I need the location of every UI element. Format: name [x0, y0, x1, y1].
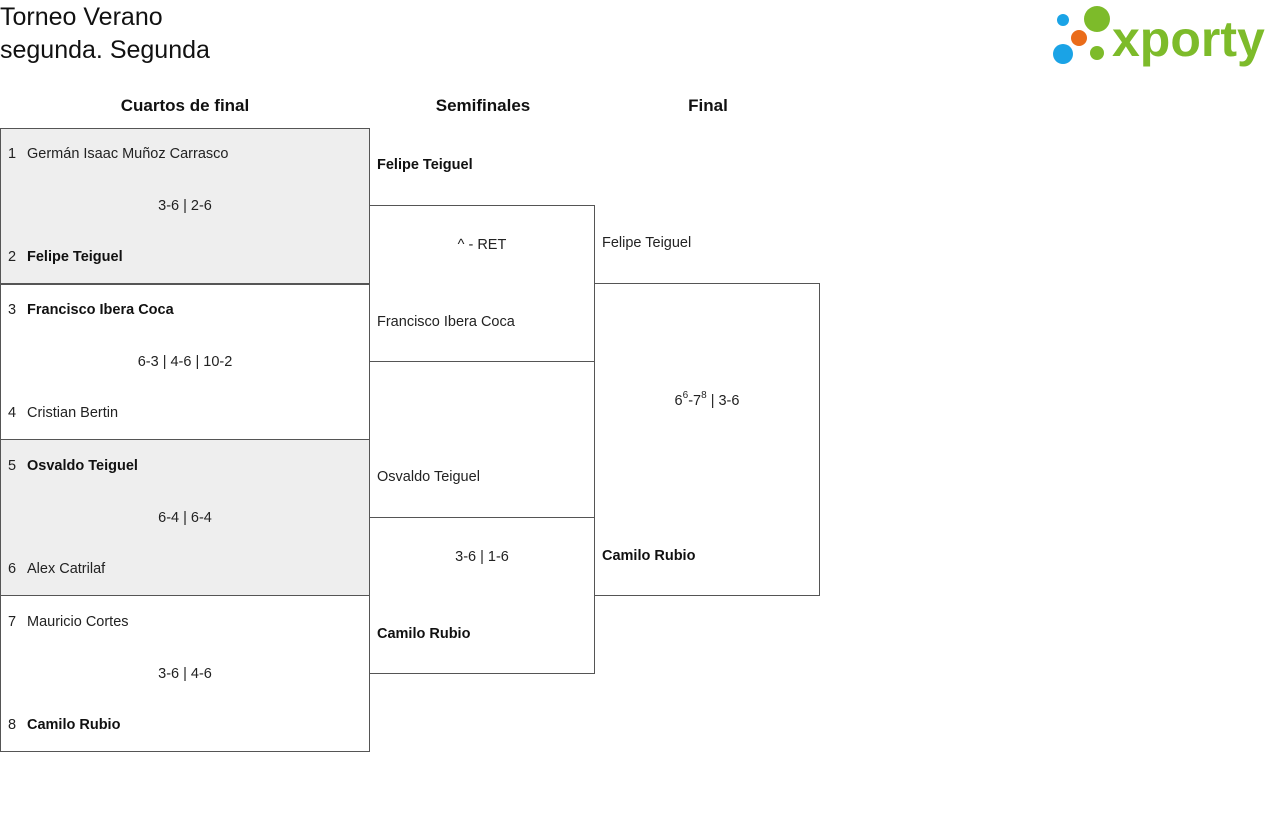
qf4-score: 3-6 | 4-6 — [158, 666, 212, 682]
round-header-semifinals: Semifinales — [435, 96, 531, 115]
tournament-title: Torneo Verano — [0, 3, 163, 31]
qf3-score: 6-4 | 6-4 — [158, 510, 212, 526]
category-title: segunda. Segunda — [0, 36, 210, 64]
sf1-player2: Francisco Ibera Coca — [377, 314, 515, 330]
sf2-player1: Osvaldo Teiguel — [377, 469, 480, 485]
sf2-score: 3-6 | 1-6 — [455, 549, 509, 565]
semifinal-match-2[interactable]: 3-6 | 1-6 Camilo Rubio — [369, 517, 595, 674]
final-score: 66-78 | 3-6 — [674, 390, 740, 410]
qf2-score: 6-3 | 4-6 | 10-2 — [137, 354, 233, 370]
round-header-quarterfinals: Cuartos de final — [120, 96, 250, 115]
xporty-logo: xporty — [1053, 6, 1265, 67]
sf1-player1-winner: Felipe Teiguel — [377, 157, 473, 173]
round-header-final: Final — [688, 96, 728, 115]
logo-wordmark: xporty — [1112, 11, 1265, 67]
final-player2-champion: Camilo Rubio — [602, 548, 696, 564]
sf1-score: ^ - RET — [457, 237, 507, 253]
sf2-player2-winner: Camilo Rubio — [377, 626, 471, 642]
final-player1: Felipe Teiguel — [602, 235, 692, 251]
qf1-score: 3-6 | 2-6 — [158, 198, 212, 214]
final-match[interactable]: 66-78 | 3-6 Camilo Rubio — [594, 283, 820, 596]
semifinal-match-1[interactable]: ^ - RET Francisco Ibera Coca — [369, 205, 595, 362]
